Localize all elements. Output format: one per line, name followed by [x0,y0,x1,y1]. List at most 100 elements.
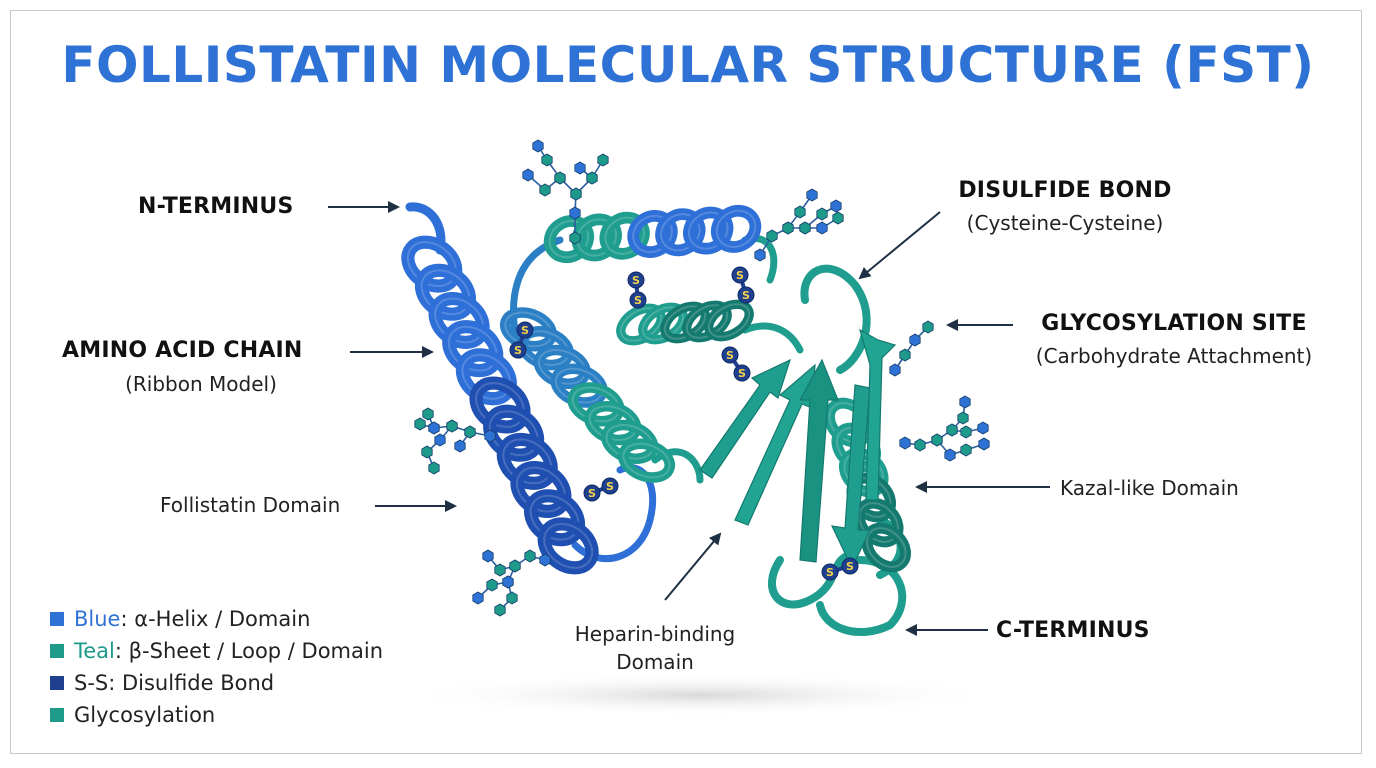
sugar-unit [509,559,521,573]
sugar-unit [978,437,990,451]
sulfur-symbol: S [738,367,746,380]
label-c-terminus: C-TERMINUS [996,618,1150,643]
sugar-unit [816,207,828,221]
sugar-unit [959,395,971,409]
sugar-unit [472,591,484,605]
legend-text-blue: : α-Helix / Domain [120,607,311,631]
sugar-unit [899,348,911,362]
sugar-unit [574,161,586,175]
sugar-unit [428,461,440,475]
helix-turn [710,204,762,253]
sugar-unit [539,183,551,197]
beta-strand-4 [830,384,871,570]
legend-text-teal: : β-Sheet / Loop / Domain [114,639,384,663]
glycan-chain [799,211,844,235]
label-kazal-like-domain: Kazal-like Domain [1060,476,1239,500]
legend-swatch-teal [50,644,64,658]
sugar-unit [524,549,536,563]
sulfur-symbol: S [726,349,734,362]
sugar-unit [597,153,609,167]
legend-item-disulfide: S-S: Disulfide Bond [50,667,383,699]
sugar-unit [782,221,794,235]
disulfide-bond: SS [583,477,619,502]
sugar-unit [570,187,582,201]
sugar-unit [957,411,969,425]
label-amino-acid-chain: AMINO ACID CHAIN [62,338,303,363]
sugar-unit [434,433,446,447]
sugar-unit [944,448,956,462]
legend-key-teal: Teal [74,639,115,663]
molecule-shadow [400,673,1000,717]
sulfur-atom [601,477,619,495]
sugar-unit [502,575,514,589]
helix-left [401,235,599,575]
legend-item-glycosylation: Glycosylation [50,699,383,731]
label-follistatin-domain: Follistatin Domain [160,493,341,517]
beta-strand-3 [798,358,839,563]
helix-turn [618,438,676,483]
label-glycosylation-site-sub: (Carbohydrate Attachment) [1035,344,1313,368]
glycan-chain [782,188,818,235]
glycan-chain [422,407,440,435]
label-heparin-binding-line1: Heparin-binding [574,622,736,646]
sugar-unit [421,445,433,459]
disulfide-bond: SS [509,321,534,359]
sugar-unit [889,363,901,377]
sulfur-atom [731,266,749,284]
sugar-unit [539,553,551,567]
sugar-unit [532,139,544,153]
sulfur-symbol: S [632,274,640,287]
sulfur-atom [629,291,647,309]
arrow-disulfide [858,211,941,280]
label-disulfide-bond-sub: (Cysteine-Cysteine) [966,211,1164,235]
sulfur-atom [733,364,751,382]
glycosylation-chains [414,139,990,617]
sugar-unit [454,439,466,453]
legend-text-disulfide: S-S: Disulfide Bond [74,671,275,695]
right-teal-loop [800,264,871,374]
sugar-unit [506,591,518,605]
sugar-unit [422,407,434,421]
beta-sheet [699,328,897,570]
sulfur-atom [583,484,601,502]
disulfide-bond: SS [627,271,647,309]
helix-highlight [543,522,594,569]
sugar-unit [464,425,476,439]
sugar-unit [494,563,506,577]
label-n-terminus: N-TERMINUS [138,194,294,219]
sulfur-symbol: S [634,294,642,307]
label-disulfide-bond: DISULFIDE BOND [958,178,1172,203]
glycan-chain [454,425,476,453]
sugar-unit [414,417,426,431]
sugar-unit [446,419,458,433]
legend-item-teal: Teal : β-Sheet / Loop / Domain [50,635,383,667]
sulfur-symbol: S [846,560,854,573]
sulfur-atom [841,557,859,575]
sugar-unit [554,171,566,185]
helix-highlight [707,303,751,338]
sugar-unit [960,443,972,457]
sugar-unit [428,421,440,435]
label-glycosylation-site: GLYCOSYLATION SITE [1041,311,1307,336]
sulfur-symbol: S [826,566,834,579]
sugar-unit [816,221,828,235]
legend-swatch-glycosylation [50,708,64,722]
helix-highlight [865,527,907,568]
page-title: FOLLISTATIN MOLECULAR STRUCTURE (FST) [61,36,1315,94]
label-heparin-binding-line2: Domain [616,650,694,674]
sugar-unit [522,168,534,182]
helix-highlight [715,209,757,248]
sugar-unit [569,231,581,245]
disulfide-bond: SS [721,346,751,382]
glycan-chain [494,575,518,617]
arrow-heparin [664,532,722,601]
sugar-unit [832,211,844,225]
sugar-unit [754,248,766,262]
legend: Blue : α-Helix / Domain Teal : β-Sheet /… [50,603,383,731]
sulfur-symbol: S [606,480,614,493]
sugar-unit [830,199,842,213]
sugar-unit [569,206,581,220]
sugar-unit [946,423,958,437]
sugar-unit [494,603,506,617]
